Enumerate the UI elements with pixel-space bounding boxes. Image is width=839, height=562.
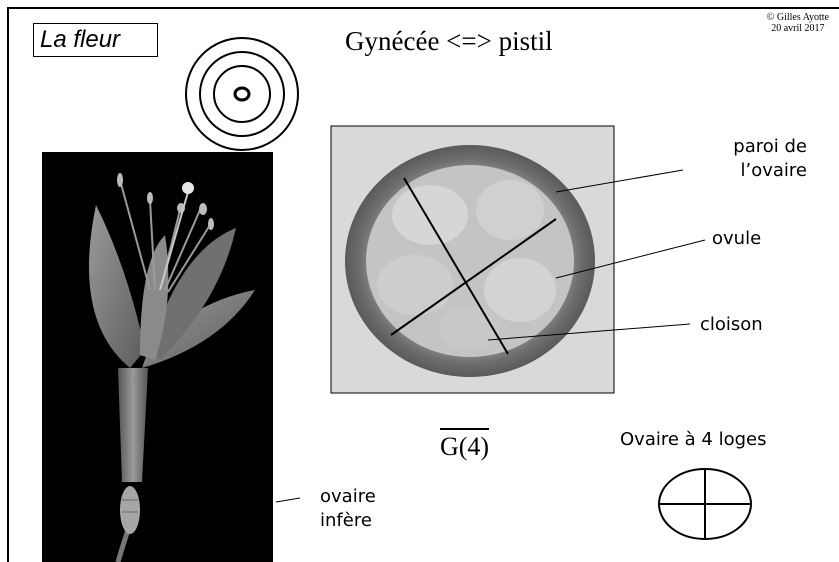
label-septum: cloison bbox=[700, 313, 763, 337]
label-ovary-wall-line1: paroi de bbox=[682, 135, 807, 159]
label-ovule: ovule bbox=[712, 227, 761, 251]
label-ovary-wall: paroi de l’ovaire bbox=[682, 135, 807, 183]
ellipse-cross-icon bbox=[659, 469, 751, 539]
slide-title: Gynécée <=> pistil bbox=[345, 26, 553, 57]
floral-formula: G(4) bbox=[440, 428, 489, 462]
label-ovary-wall-line2: l’ovaire bbox=[682, 159, 807, 183]
label-inferior-ovary-line1: ovaire bbox=[320, 485, 376, 509]
section-tag: La fleur bbox=[33, 23, 158, 57]
concentric-circles-icon bbox=[186, 38, 298, 150]
ovary-cross-section-photo bbox=[331, 126, 614, 393]
fuchsia-flower-photo bbox=[42, 152, 273, 562]
copyright-author: © Gilles Ayotte bbox=[767, 12, 829, 23]
copyright-date: 20 avril 2017 bbox=[767, 23, 829, 34]
label-inferior-ovary-line2: infère bbox=[320, 509, 376, 533]
label-ovary-locules: Ovaire à 4 loges bbox=[620, 428, 766, 452]
label-inferior-ovary: ovaire infère bbox=[320, 485, 376, 533]
copyright-notice: © Gilles Ayotte 20 avril 2017 bbox=[767, 12, 829, 34]
